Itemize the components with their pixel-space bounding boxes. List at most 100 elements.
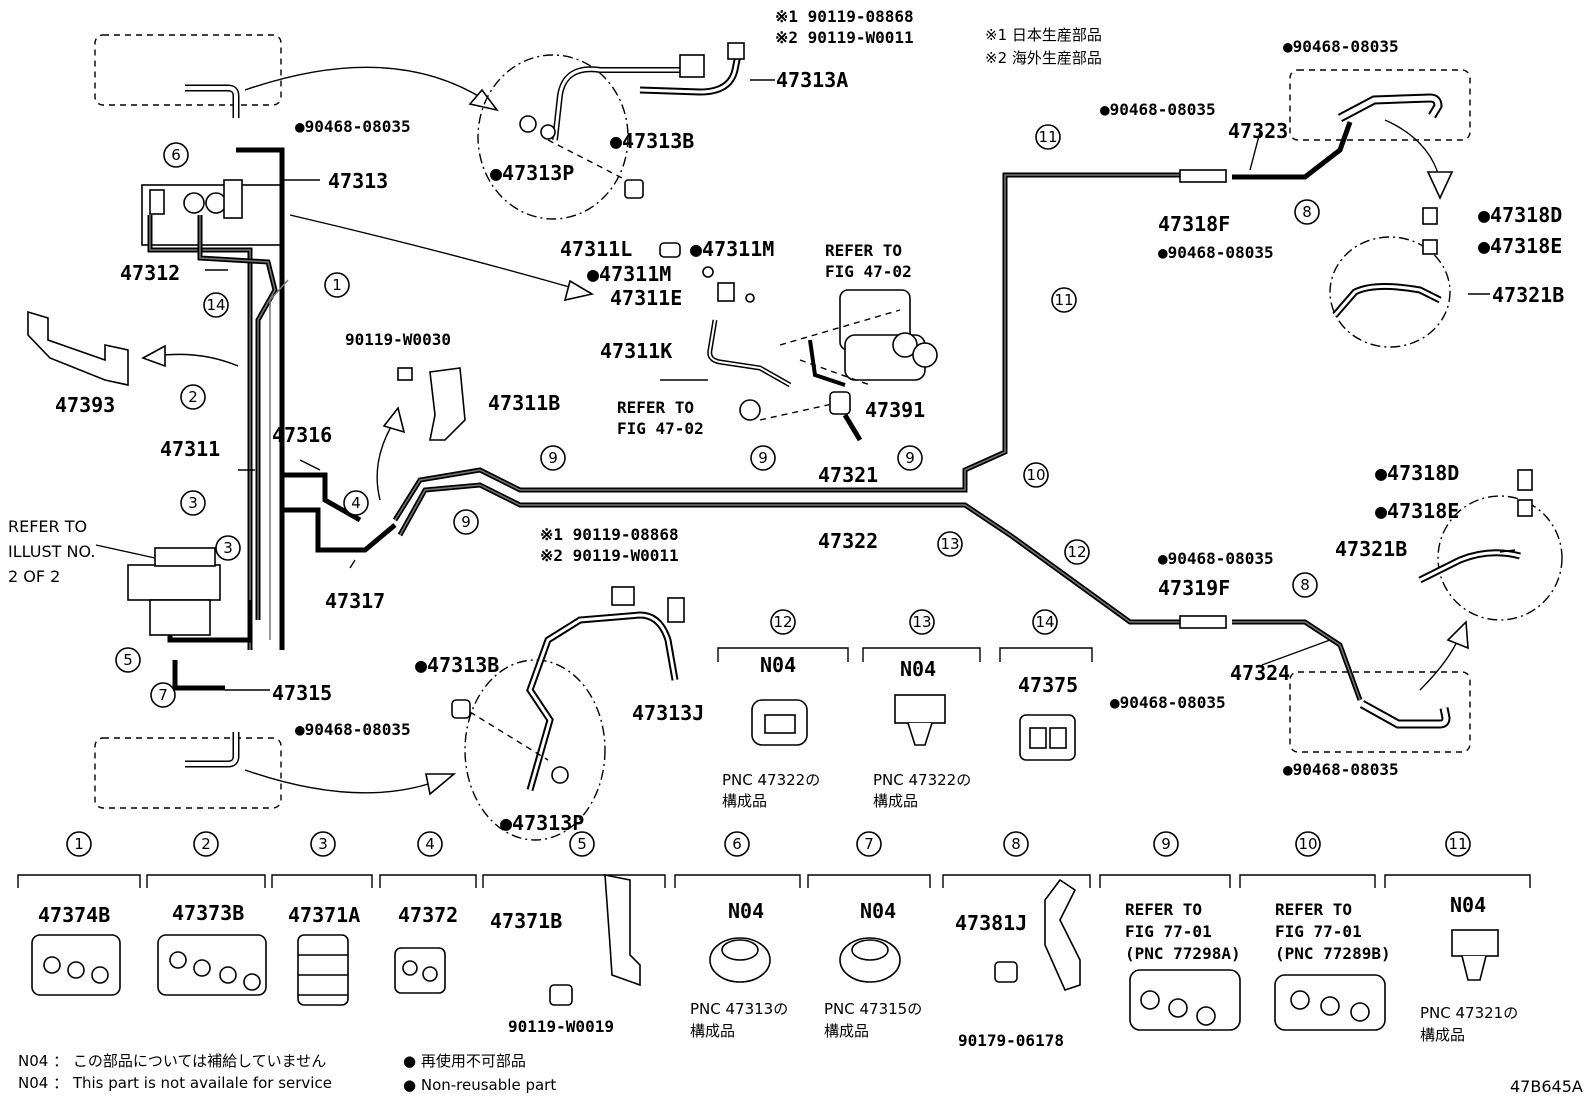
- vehicle-area-box-bottom-left: [94, 737, 282, 809]
- note-n04-jp: N04 ： この部品については補給していません: [18, 1052, 326, 1070]
- legend-num-7: 7: [864, 835, 874, 853]
- legend-note1-11: PNC 47321の: [1420, 1004, 1518, 1022]
- callout-3b: 3: [223, 539, 233, 557]
- label-47315: 47315: [272, 681, 332, 705]
- clip-sketch-7: [839, 937, 901, 983]
- arrow-to-47311B: [376, 419, 396, 501]
- label-47311M-b: ●47311M: [587, 262, 671, 286]
- label-47391: 47391: [865, 398, 925, 422]
- legend-part-5: 47371B: [490, 909, 562, 933]
- mid-clip-13-note1: PNC 47322の: [873, 771, 971, 789]
- mid-clip-14-code: 47375: [1018, 673, 1078, 697]
- label-47311B: 47311B: [488, 391, 560, 415]
- label-47313A: 47313A: [776, 68, 848, 92]
- label-refer-illust-1: REFER TO: [8, 517, 87, 536]
- detail-circle-bottom: [464, 659, 606, 841]
- label-47313B-bottom: ●47313B: [415, 653, 499, 677]
- vehicle-area-box-top-right: [1289, 69, 1471, 141]
- detail-circle-top: [477, 54, 629, 220]
- clip-sketch-12: [751, 699, 808, 746]
- legend-note2-7: 構成品: [824, 1022, 869, 1040]
- label-47323: 47323: [1228, 119, 1288, 143]
- clip-sketch-11: [1451, 929, 1499, 981]
- legend-part-4: 47372: [398, 903, 458, 927]
- mid-clip-12-note2: 構成品: [722, 792, 767, 810]
- pipe-47311K: [707, 319, 792, 388]
- label-47318D-bottom: ●47318D: [1375, 461, 1459, 485]
- detail-circle-right-bottom: [1437, 495, 1563, 621]
- label-47311E: 47311E: [610, 286, 682, 310]
- label-47318E-bottom: ●47318E: [1375, 499, 1459, 523]
- vehicle-area-box-top-left: [94, 34, 282, 106]
- callout-3: 3: [188, 494, 198, 512]
- clip-sketch-4: [394, 947, 446, 994]
- label-47321: 47321: [818, 463, 878, 487]
- legend-sub-5: 90119-W0019: [508, 1017, 614, 1036]
- label-90119-W0011-mid: ※2 90119-W0011: [540, 546, 679, 565]
- callout-numbers: 6 14 1 2 3 4 3 5 7 9 9 9 9 10 11 11 8 8 …: [74, 128, 1467, 853]
- callout-14: 14: [206, 296, 225, 314]
- figure-id: 47B645A: [1510, 1077, 1583, 1096]
- label-90468-08035-a: ●90468-08035: [295, 117, 411, 136]
- legend-num-2: 2: [201, 835, 211, 853]
- callout-10: 10: [1026, 466, 1045, 484]
- label-refer-b-1: REFER TO: [617, 398, 694, 417]
- legend-10-line2: FIG 77-01: [1275, 922, 1362, 941]
- bolt-47313B-bottom: [451, 699, 471, 719]
- arrow-top-right: [1384, 119, 1441, 181]
- hose-sketch-bottom-left: [185, 732, 240, 768]
- label-47313P-bottom: ●47313P: [500, 811, 584, 835]
- label-47318E-top: ●47318E: [1478, 234, 1562, 258]
- callout-1: 1: [332, 276, 342, 294]
- legend-part-2: 47373B: [172, 901, 244, 925]
- label-47313P-top: ●47313P: [490, 161, 574, 185]
- label-90119-W0030: 90119-W0030: [345, 330, 451, 349]
- label-47312: 47312: [120, 261, 180, 285]
- clip-sketch-10: [1274, 974, 1386, 1031]
- note-n04-en: N04 ： This part is not availale for serv…: [18, 1074, 332, 1092]
- label-47393: 47393: [55, 393, 115, 417]
- label-47318D-top: ●47318D: [1478, 203, 1562, 227]
- callout-11b: 11: [1054, 291, 1073, 309]
- mid-clip-12-note1: PNC 47322の: [722, 771, 820, 789]
- label-90468-08035-f: ●90468-08035: [1158, 549, 1274, 568]
- note-nonreuse-en: ● Non-reusable part: [403, 1076, 556, 1094]
- label-90119-08868-top: ※1 90119-08868: [775, 7, 914, 26]
- bolt-47318D-bottom: [1517, 469, 1533, 491]
- callout-7: 7: [158, 686, 168, 704]
- callout-9c: 9: [905, 449, 915, 467]
- mid-clip-13-note2: 構成品: [873, 792, 918, 810]
- callout-9b: 9: [758, 449, 768, 467]
- legend-note2-11: 構成品: [1420, 1026, 1465, 1044]
- callout-8a: 8: [1302, 203, 1312, 221]
- bolt-47311L: [659, 242, 681, 258]
- bolt-top: [727, 42, 745, 60]
- label-47311K: 47311K: [600, 339, 672, 363]
- arrow-to-master-cylinder: [289, 214, 581, 291]
- union-47318F: [1179, 169, 1227, 183]
- fitting-47311E: [717, 282, 735, 302]
- mid-clip-13-code: N04: [900, 657, 936, 681]
- label-47318F: 47318F: [1158, 212, 1230, 236]
- label-90119-08868-mid: ※1 90119-08868: [540, 525, 679, 544]
- callout-8b: 8: [1300, 576, 1310, 594]
- legend-note1-7: PNC 47315の: [824, 1000, 922, 1018]
- legend-num-9: 9: [1161, 835, 1171, 853]
- label-90468-08035-c: ●90468-08035: [1100, 100, 1216, 119]
- note-origin-2: ※2 海外生産部品: [985, 49, 1102, 67]
- legend-num-3: 3: [318, 835, 328, 853]
- clip-sketch-2: [157, 934, 267, 996]
- callout-12: 12: [1067, 543, 1086, 561]
- legend-part-7: N04: [860, 899, 896, 923]
- label-refer-illust-3: 2 OF 2: [8, 567, 60, 586]
- label-47317: 47317: [325, 589, 385, 613]
- note-origin-1: ※1 日本生産部品: [985, 26, 1102, 44]
- legend-part-11: N04: [1450, 893, 1486, 917]
- clip-sketch-14: [1019, 714, 1076, 761]
- washer-47313P-bottom: [551, 766, 569, 784]
- abs-actuator: [127, 564, 221, 601]
- callout-4: 4: [351, 494, 361, 512]
- label-refer-a-1: REFER TO: [825, 241, 902, 260]
- clip-sketch-3: [297, 934, 349, 1006]
- pipe-47315: [172, 660, 225, 691]
